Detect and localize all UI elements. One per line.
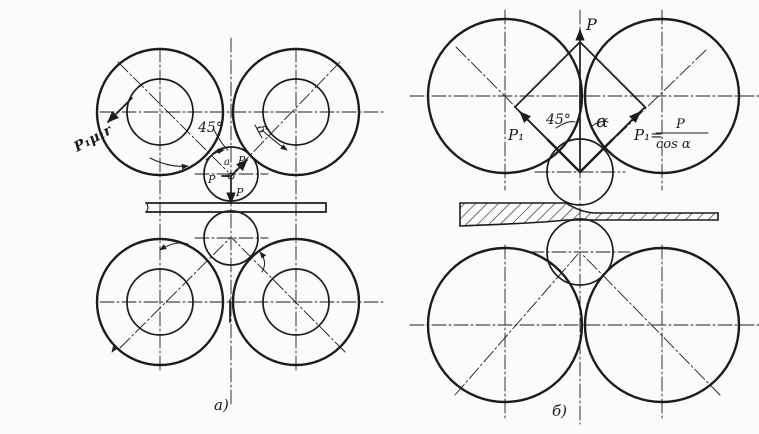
- angle-arc-a: [213, 129, 229, 151]
- force-p-diag-arrow: [230, 159, 248, 177]
- backup-roll-lower-right: [231, 237, 361, 367]
- lower-left-tick-arrow: [111, 345, 118, 353]
- panel-b-caption: б): [552, 402, 567, 420]
- p1-left-label: P₁: [507, 126, 524, 144]
- force-p-label-bottom: P: [235, 186, 244, 199]
- delta-mark: [254, 124, 263, 139]
- backup-roll-upper-right-b: [583, 17, 741, 175]
- strip-a-end: [145, 202, 149, 213]
- alpha-label-b: α: [596, 111, 608, 132]
- contact-line-right: [578, 138, 614, 174]
- backup-roll-lower-left: [95, 237, 225, 367]
- diagonal-ll-a: [119, 237, 231, 349]
- panel-a: 45° P₁μ₁r P P a P δ а): [70, 37, 386, 414]
- top-force-label: P: [585, 15, 597, 34]
- fraction-numerator: P: [675, 117, 685, 132]
- rim-force-arrow: [107, 97, 133, 123]
- backup-roll-lower-right-b: [583, 246, 741, 404]
- panel-a-caption: а): [214, 396, 229, 414]
- diagonal-ul-a: [117, 61, 229, 173]
- rotation-arrow-lr: [259, 251, 267, 273]
- rotation-arrow-ul: [149, 157, 189, 170]
- work-roll-lower-a: [203, 210, 259, 266]
- strip-b: [459, 202, 719, 227]
- rotation-arrow-ur: [261, 129, 288, 151]
- rotation-arrow-work-a: [205, 148, 225, 161]
- panel-b: P 45° α P₁ P₁= P cos α б): [409, 9, 759, 425]
- backup-roll-neck-lower-right: [262, 268, 330, 336]
- alpha-arc-b: [591, 121, 609, 127]
- force-p-label-top: P: [237, 154, 246, 167]
- backup-roll-neck-upper-right: [262, 78, 330, 146]
- contact-line-left: [546, 138, 582, 174]
- diagonal-ur-a: [233, 61, 341, 173]
- angle-label-b: 45°: [545, 112, 571, 128]
- strip-a: [145, 202, 327, 213]
- force-p1-label: P: [207, 173, 216, 186]
- diagonal-ll-b: [454, 253, 579, 396]
- backup-roll-neck-upper-left: [126, 78, 194, 146]
- fraction-denominator: cos α: [656, 137, 691, 152]
- rotation-arrow-ll: [159, 242, 189, 251]
- diagonal-lr-b: [581, 253, 721, 396]
- p1-right-label: P₁=: [633, 126, 663, 144]
- backup-roll-neck-lower-left: [126, 268, 194, 336]
- point-a-marker: [227, 172, 235, 180]
- angle-arc-b: [555, 121, 576, 129]
- backup-roll-upper-right: [231, 47, 361, 177]
- angle-label-a: 45°: [197, 120, 223, 136]
- point-a-label: a: [224, 157, 230, 168]
- backup-roll-upper-left: [95, 47, 225, 177]
- backup-roll-upper-left-b: [426, 17, 584, 175]
- backup-roll-lower-left-b: [426, 246, 584, 404]
